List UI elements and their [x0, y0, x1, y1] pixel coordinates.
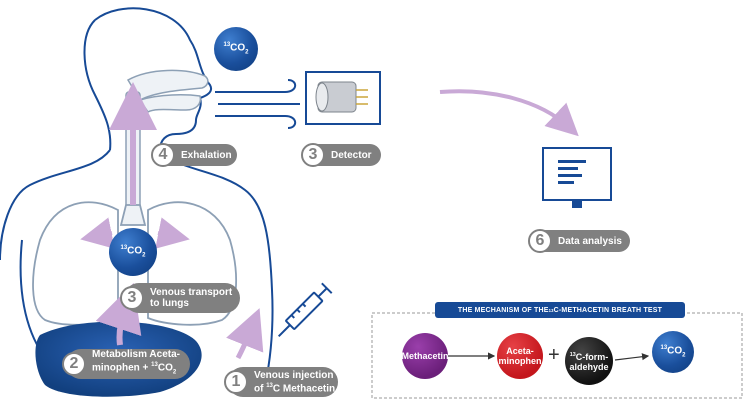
lung-arrow-right	[155, 217, 190, 249]
step-label: Venous transport to lungs	[150, 287, 233, 309]
human-body-outline	[0, 7, 274, 396]
detector-to-analysis-arrow	[439, 89, 579, 137]
co2-molecule-top: 13CO2	[214, 27, 258, 71]
step-detector: 3 Detector	[301, 143, 381, 167]
step-label: Detector	[331, 149, 372, 161]
injection-arrow	[226, 308, 264, 360]
molecule-acetaminophen: Aceta- minophen	[497, 333, 543, 379]
step-number: 6	[528, 229, 552, 253]
monitor-icon	[542, 147, 612, 208]
step-metabolism: 2 Metabolism Aceta-minophen + 13CO2	[62, 349, 190, 379]
step-number: 1	[224, 370, 248, 394]
molecule-methacetin: Methacetin	[402, 333, 449, 379]
co2-molecule-lungs: 13CO2	[109, 228, 157, 276]
mech-arrow-2	[614, 353, 650, 361]
step-label: Metabolism Aceta-minophen + 13CO2	[92, 349, 180, 376]
syringe-icon	[277, 282, 333, 338]
step-number: 3	[301, 143, 325, 167]
molecule-formaldehyde: 13C-form- aldehyde	[565, 337, 613, 385]
step-number: 3	[120, 286, 144, 310]
plus-sign: +	[548, 344, 560, 366]
airway	[125, 69, 209, 208]
step-venous-transport: 3 Venous transport to lungs	[120, 283, 240, 313]
step-number: 2	[62, 352, 86, 376]
lung-arrow-left	[80, 217, 115, 249]
step-number: 4	[151, 143, 175, 167]
detector-device	[305, 71, 381, 125]
step-data-analysis: 6 Data analysis	[528, 229, 630, 253]
co2-molecule-mechanism: 13CO2	[652, 331, 694, 373]
breath-lines	[215, 79, 300, 129]
step-label: Data analysis	[558, 235, 622, 247]
step-exhalation: 4 Exhalation	[151, 143, 237, 167]
step-label: Exhalation	[181, 149, 232, 161]
